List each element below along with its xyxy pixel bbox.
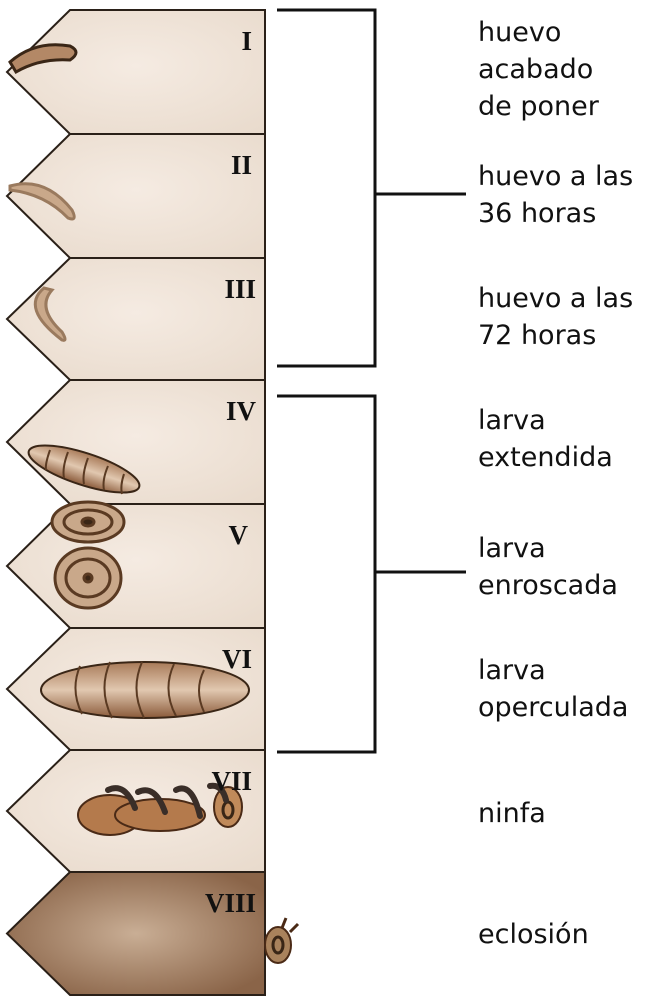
stage-numeral: VI xyxy=(222,644,252,674)
stage-label: larva enroscada xyxy=(478,533,618,601)
bracket-eggs xyxy=(277,8,466,368)
larva-capped xyxy=(40,661,250,719)
stage-label: ninfa xyxy=(478,798,546,829)
stage-label: larva extendida xyxy=(478,405,613,473)
stage-numeral: III xyxy=(224,274,256,304)
stage-label: larva operculada xyxy=(478,655,629,723)
stage-label: eclosión xyxy=(478,919,589,950)
stage-numeral: I xyxy=(241,26,252,56)
stage-numeral: V xyxy=(229,520,249,550)
stage-numeral: II xyxy=(231,150,252,180)
stage-numeral: IV xyxy=(226,396,257,426)
stage-numeral: VIII xyxy=(205,888,256,918)
cell-stage-v xyxy=(5,503,266,629)
stage-label: huevo a las 36 horas xyxy=(478,161,634,229)
cell-stage-i xyxy=(5,9,266,135)
pupa xyxy=(77,782,243,836)
larva-curled xyxy=(50,500,126,610)
egg-fresh xyxy=(8,43,78,75)
egg-36h xyxy=(8,182,76,221)
stage-numeral: VII xyxy=(211,766,252,796)
stage-label: huevo acabado de poner xyxy=(478,17,599,122)
emerging-bee xyxy=(264,917,300,964)
egg-72h xyxy=(33,286,67,342)
larva-extended xyxy=(27,444,141,495)
cell-stage-viii xyxy=(5,871,266,996)
bracket-larvae xyxy=(277,394,466,754)
stage-label: huevo a las 72 horas xyxy=(478,283,634,351)
